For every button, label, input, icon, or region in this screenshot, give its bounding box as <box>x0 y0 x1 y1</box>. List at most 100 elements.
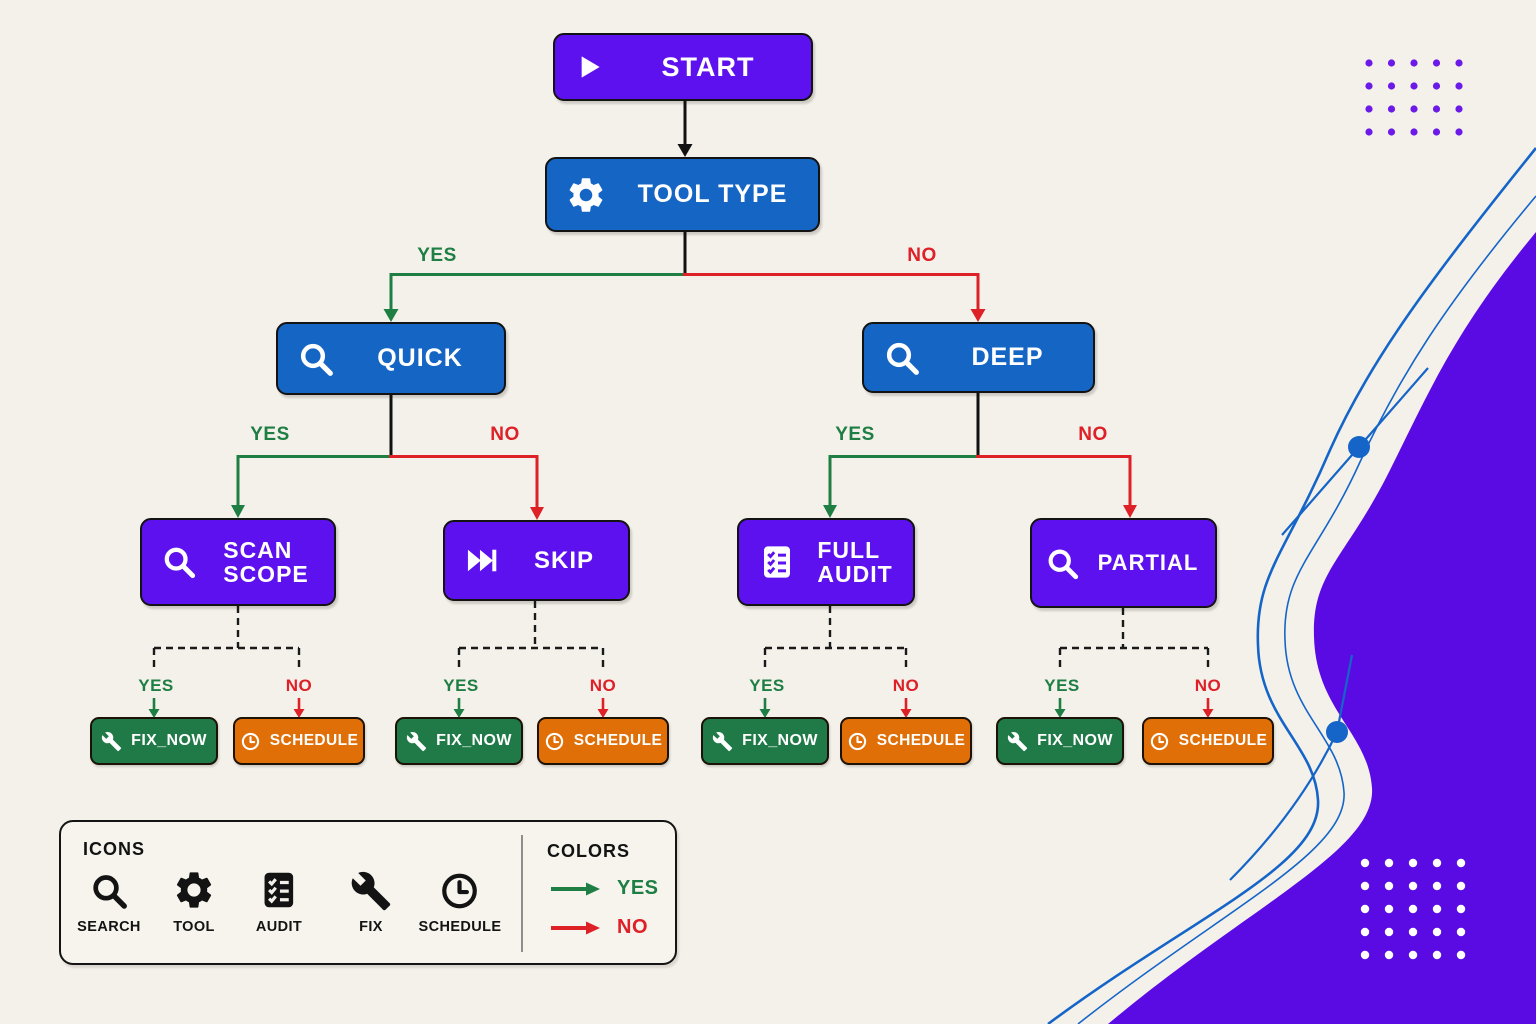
audit-checklist-icon <box>256 866 302 912</box>
leaf-fix-now-label: FIX_NOW <box>131 732 207 749</box>
node-start: START <box>553 33 813 101</box>
node-deep-label: DEEP <box>971 343 1044 372</box>
node-scan-scope-label: SCAN SCOPE <box>223 536 309 587</box>
edge-label-no: NO <box>1194 676 1222 695</box>
blue-curve-1 <box>1047 147 1536 1024</box>
legend-colors-title: COLORS <box>547 841 631 861</box>
legend-no-label: NO <box>617 916 648 938</box>
red-arrow-icon <box>551 921 600 934</box>
edge-label-no: NO <box>490 424 520 445</box>
blue-dot-1 <box>1348 436 1370 458</box>
node-skip-label: SKIP <box>533 546 594 574</box>
legend-yes-row: YES <box>550 877 659 900</box>
legend-yes-label: YES <box>617 877 659 899</box>
leaf-schedule-label: SCHEDULE <box>1178 732 1268 749</box>
clock-icon <box>419 866 502 912</box>
edge-label-yes: YES <box>835 424 875 445</box>
wrench-icon <box>350 866 392 912</box>
search-icon <box>77 866 141 912</box>
clock-icon <box>544 731 565 752</box>
clock-icon <box>240 731 261 752</box>
search-icon <box>160 543 198 581</box>
leaf-fix-now-label: FIX_NOW <box>436 732 512 749</box>
legend-item-label: SCHEDULE <box>418 919 502 935</box>
edge-label-no: NO <box>285 676 313 695</box>
node-scan-scope: SCAN SCOPE <box>140 518 336 606</box>
edge-label-yes: YES <box>749 676 785 695</box>
node-tool-type: TOOL TYPE <box>545 157 820 232</box>
clock-icon <box>1149 731 1170 752</box>
leaf-schedule-label: SCHEDULE <box>269 732 359 749</box>
edge-label-no: NO <box>1078 424 1108 445</box>
green-arrow-icon <box>551 882 600 895</box>
edge-label-yes: YES <box>1044 676 1080 695</box>
edge-label-no: NO <box>907 245 937 266</box>
leaf-schedule: SCHEDULE <box>1142 717 1274 765</box>
leaf-schedule: SCHEDULE <box>840 717 972 765</box>
play-icon <box>573 51 605 83</box>
leaf-fix-now: FIX_NOW <box>395 717 523 765</box>
no-arrowheads <box>530 309 1137 520</box>
leaf-fix-now-label: FIX_NOW <box>742 732 818 749</box>
wrench-icon <box>101 731 122 752</box>
yes-arrowheads <box>231 309 837 518</box>
node-partial: PARTIAL <box>1030 518 1217 608</box>
search-icon <box>882 338 922 378</box>
edge-label-yes: YES <box>443 676 479 695</box>
legend-item-fix: FIX <box>350 866 392 935</box>
legend-item-label: TOOL <box>173 919 215 935</box>
clock-icon <box>847 731 868 752</box>
leaf-schedule-label: SCHEDULE <box>876 732 966 749</box>
edge-label-yes: YES <box>138 676 174 695</box>
leaf-schedule: SCHEDULE <box>537 717 669 765</box>
audit-checklist-icon <box>757 542 797 582</box>
gear-icon <box>565 174 607 216</box>
leaf-fix-now: FIX_NOW <box>701 717 829 765</box>
purple-dot-grid <box>1365 59 1463 136</box>
node-partial-label: PARTIAL <box>1097 550 1199 576</box>
gear-icon <box>172 866 216 912</box>
legend-divider <box>521 835 523 952</box>
leaf-fix-now-label: FIX_NOW <box>1037 732 1113 749</box>
wrench-icon <box>1007 731 1028 752</box>
blue-curve-2 <box>1077 195 1536 1024</box>
leaf-schedule: SCHEDULE <box>233 717 365 765</box>
blue-dot-2 <box>1326 721 1348 743</box>
dashed-connectors <box>152 601 1210 670</box>
search-icon <box>296 339 336 379</box>
purple-blob <box>1108 232 1536 1024</box>
search-icon <box>1044 545 1081 582</box>
legend-item-label: FIX <box>359 919 383 935</box>
legend-no-row: NO <box>550 916 648 939</box>
legend-item-label: AUDIT <box>255 919 303 935</box>
leaf-schedule-label: SCHEDULE <box>573 732 663 749</box>
legend-item-audit: AUDIT <box>256 866 302 935</box>
legend-box: ICONS SEARCH TOOL AUDIT FIX SCHEDULE COL… <box>59 820 677 965</box>
black-connectors <box>389 101 980 457</box>
leaf-fix-now: FIX_NOW <box>90 717 218 765</box>
legend-item-tool: TOOL <box>172 866 216 935</box>
edge-label-yes: YES <box>417 245 457 266</box>
edge-label-no: NO <box>589 676 617 695</box>
skip-forward-icon <box>463 542 500 579</box>
node-skip: SKIP <box>443 520 630 601</box>
legend-item-search: SEARCH <box>77 866 141 935</box>
node-tool-type-label: TOOL TYPE <box>637 180 788 209</box>
node-start-label: START <box>661 51 755 82</box>
no-connectors <box>389 273 1132 507</box>
legend-item-label: SEARCH <box>77 919 141 935</box>
leaf-arrows <box>148 698 1214 718</box>
node-deep: DEEP <box>862 322 1095 393</box>
node-full-audit: FULL AUDIT <box>737 518 915 606</box>
yes-connectors <box>236 273 980 505</box>
node-quick: QUICK <box>276 322 506 395</box>
leaf-fix-now: FIX_NOW <box>996 717 1124 765</box>
legend-icons-title: ICONS <box>83 839 146 859</box>
legend-item-schedule: SCHEDULE <box>419 866 502 935</box>
edge-label-yes: YES <box>250 424 290 445</box>
white-dot-grid <box>1360 858 1466 960</box>
node-full-audit-label: FULL AUDIT <box>817 536 893 587</box>
